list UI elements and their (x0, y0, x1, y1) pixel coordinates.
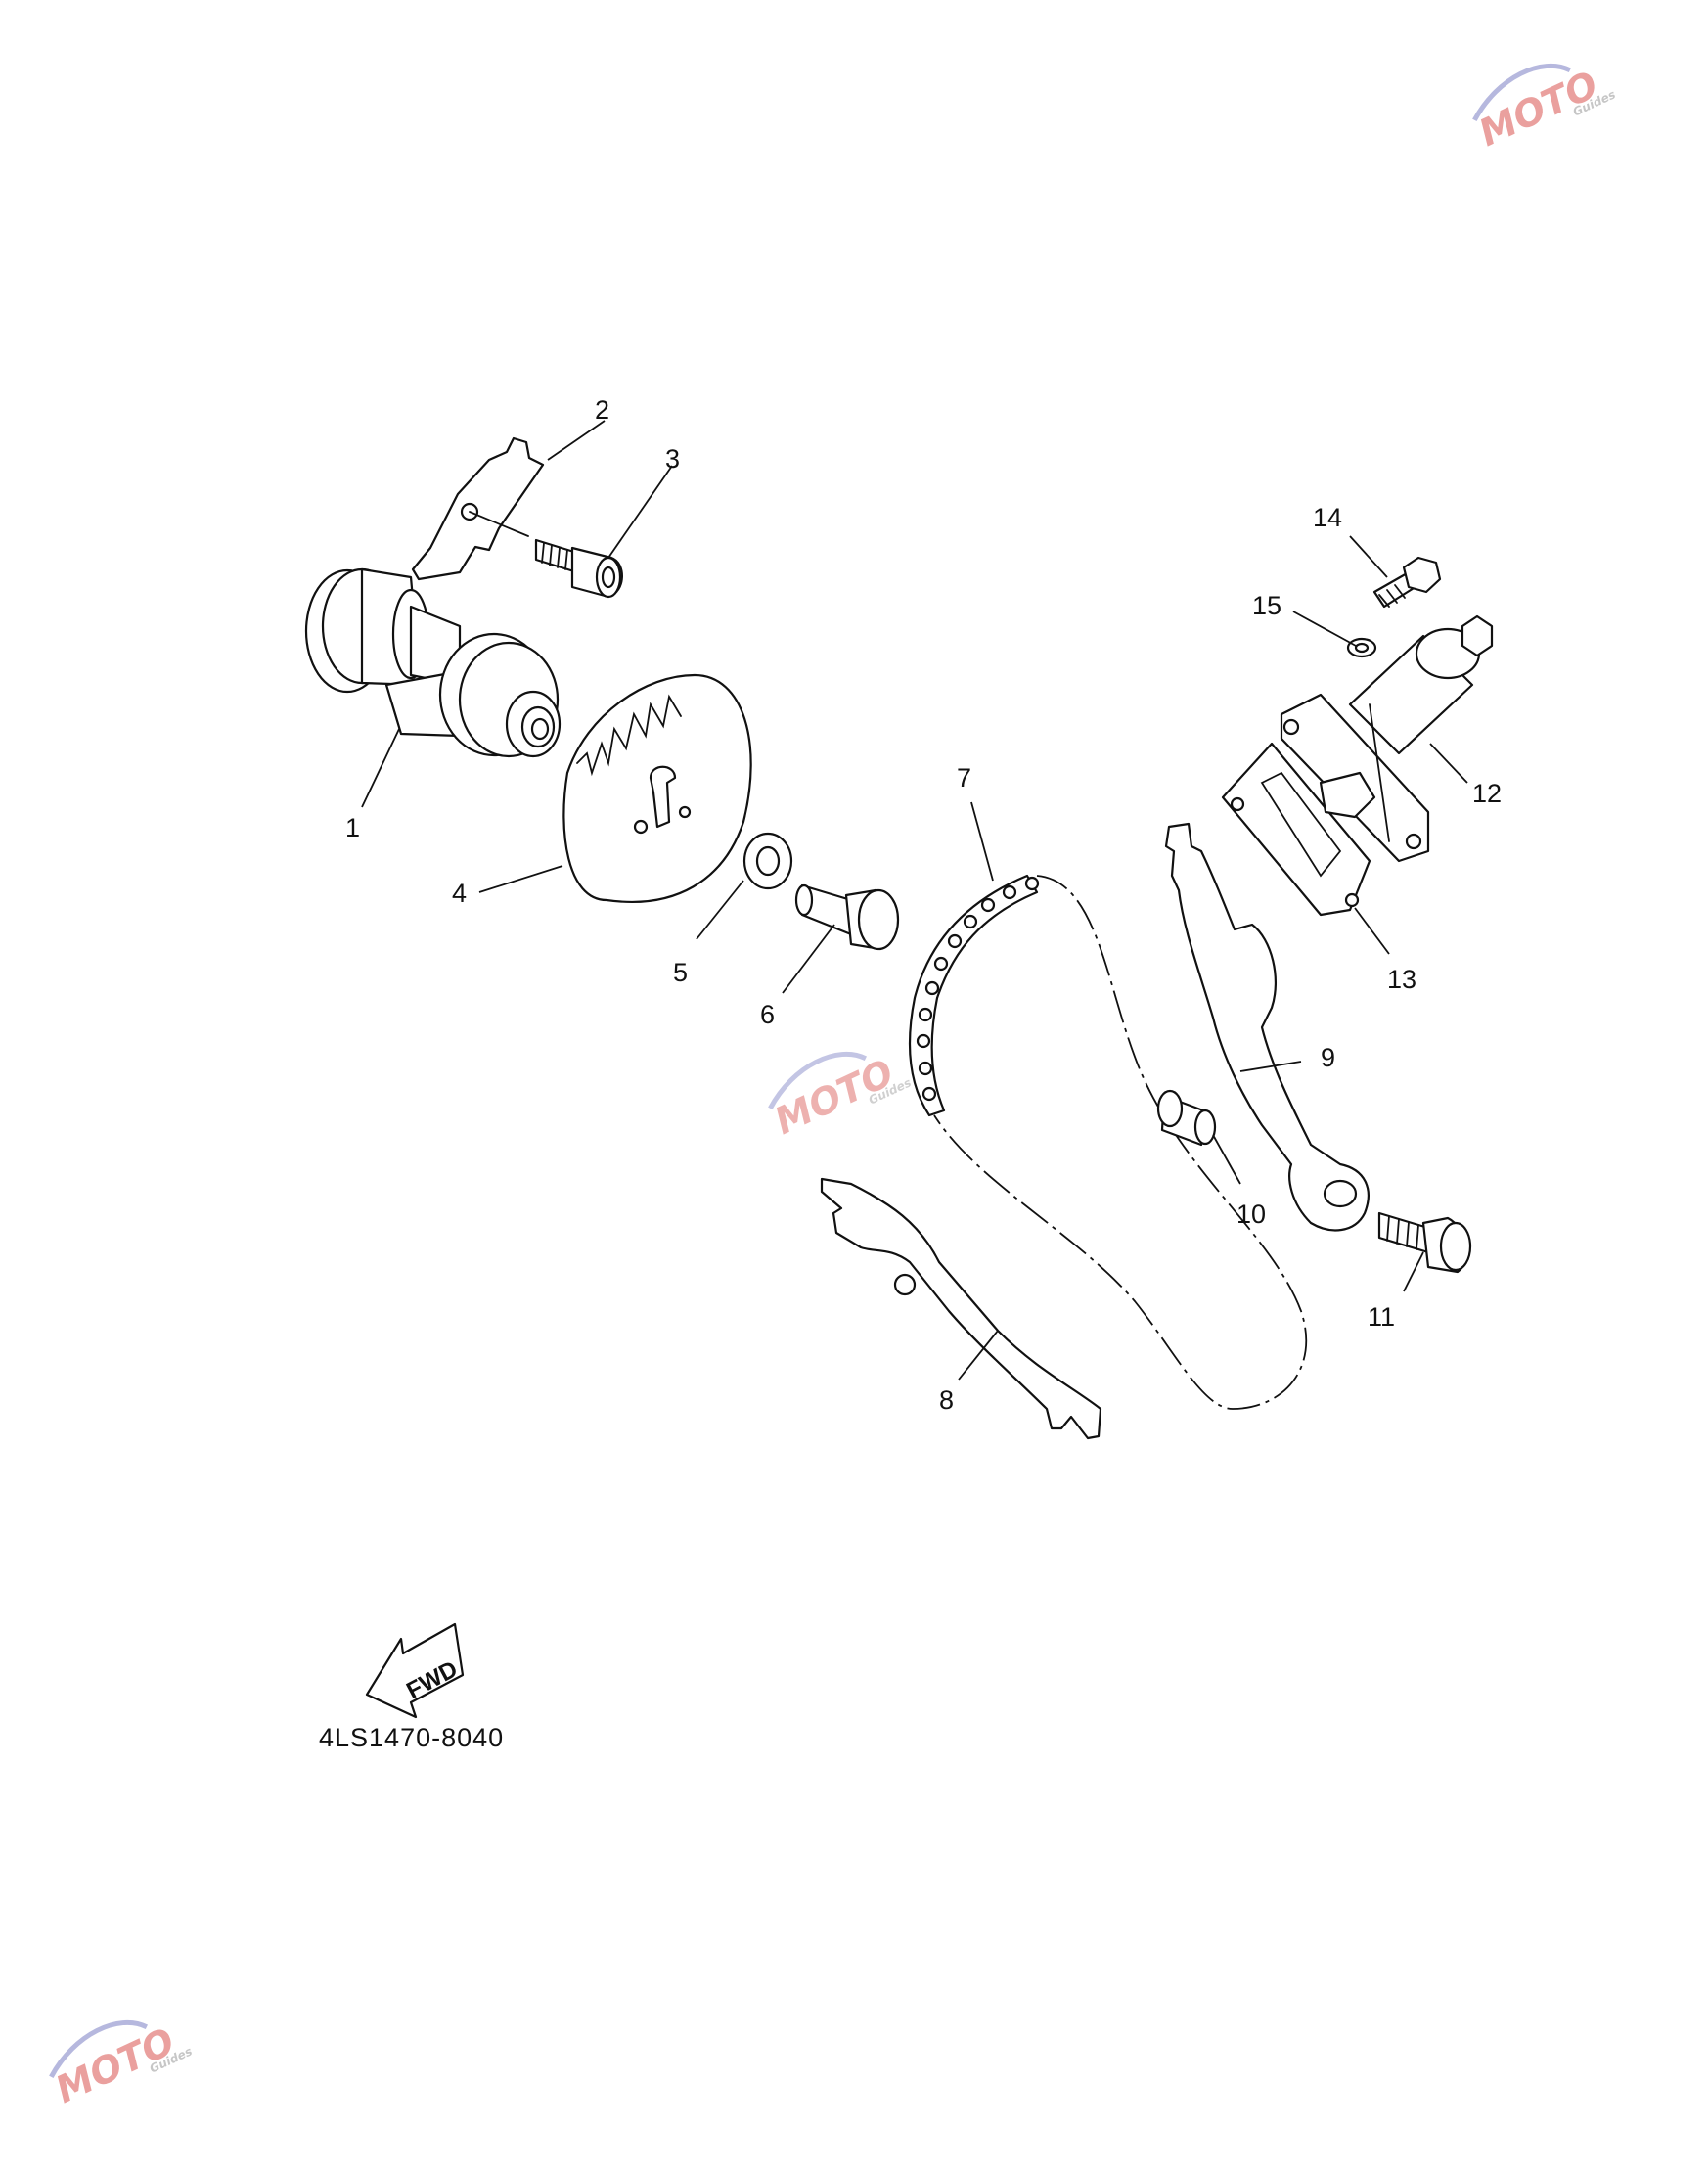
part-2-bracket (411, 436, 545, 581)
part-7-chain (908, 874, 1307, 1410)
part-label-11: 11 (1368, 1302, 1395, 1332)
part-11-bolt (1377, 1211, 1472, 1274)
part-label-10: 10 (1236, 1200, 1266, 1229)
leader-lines (361, 420, 1468, 1381)
part-15-washer (1346, 637, 1377, 658)
part-label-2: 2 (595, 395, 609, 425)
part-9-tensioner-guide (1164, 822, 1370, 1232)
diagram-part-code: 4LS1470-8040 (319, 1723, 504, 1752)
part-12-tensioner (1280, 614, 1494, 863)
part-label-7: 7 (957, 763, 971, 792)
part-4-plate (562, 673, 752, 903)
part-13-gasket (1221, 742, 1371, 917)
watermark-top-right: MOTO Guides (1472, 63, 1618, 155)
part-label-14: 14 (1313, 503, 1342, 532)
fwd-arrow-icon: FWD (365, 1622, 465, 1719)
part-6-bolt (794, 883, 900, 951)
part-label-15: 15 (1252, 591, 1281, 620)
watermark-bottom-left: MOTO Guides (49, 2019, 195, 2111)
part-label-8: 8 (939, 1385, 954, 1415)
part-5-washer (742, 832, 793, 890)
part-label-9: 9 (1321, 1043, 1335, 1072)
part-label-13: 13 (1387, 965, 1416, 994)
part-14-bolt (1372, 556, 1442, 609)
part-label-1: 1 (345, 813, 360, 842)
part-1-camshaft (304, 567, 562, 758)
part-label-3: 3 (665, 444, 680, 474)
part-label-12: 12 (1472, 779, 1502, 808)
part-label-6: 6 (760, 1000, 775, 1029)
part-3-bolt (534, 538, 623, 599)
watermark-center: MOTO Guides (768, 1051, 914, 1143)
part-label-4: 4 (452, 879, 467, 908)
part-labels: 2 3 1 4 5 6 7 8 9 10 11 12 13 14 15 (345, 395, 1502, 1415)
part-label-5: 5 (673, 958, 688, 987)
part-8-chain-guide (820, 1177, 1102, 1440)
part-10-collar (1156, 1089, 1217, 1147)
